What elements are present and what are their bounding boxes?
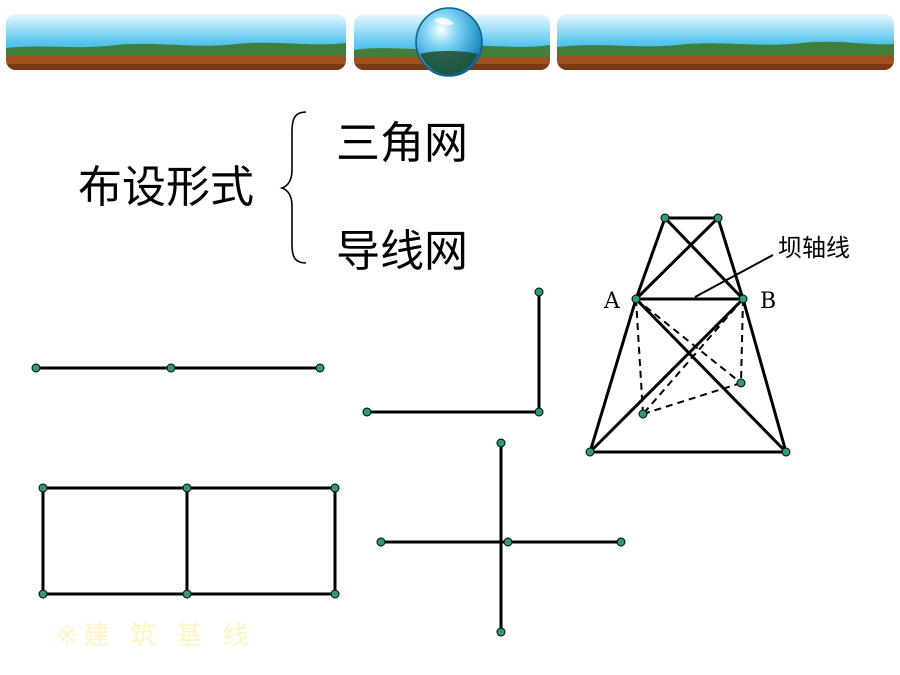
watermark-text: ※建 筑 基 线: [56, 621, 255, 651]
banner-left: [6, 14, 346, 70]
option-triangulation-network: 三角网: [336, 118, 468, 169]
page-title: 布设形式: [78, 162, 254, 213]
diagram-rectangle-grid: [38, 483, 340, 599]
curly-brace: [279, 111, 307, 264]
point-label-a: A: [604, 289, 620, 314]
diagram-dam-triangulation: [585, 213, 791, 457]
option-traverse-network: 导线网: [336, 226, 468, 277]
point-label-b: B: [760, 289, 777, 314]
banner-right: [557, 14, 894, 70]
dam-axis-label: 坝轴线: [778, 234, 850, 262]
diagram-l-shaped-baseline: [362, 287, 544, 417]
diagram-cross-baseline: [376, 438, 626, 637]
diagram-straight-baseline: [31, 363, 325, 373]
globe-icon: [414, 6, 484, 78]
